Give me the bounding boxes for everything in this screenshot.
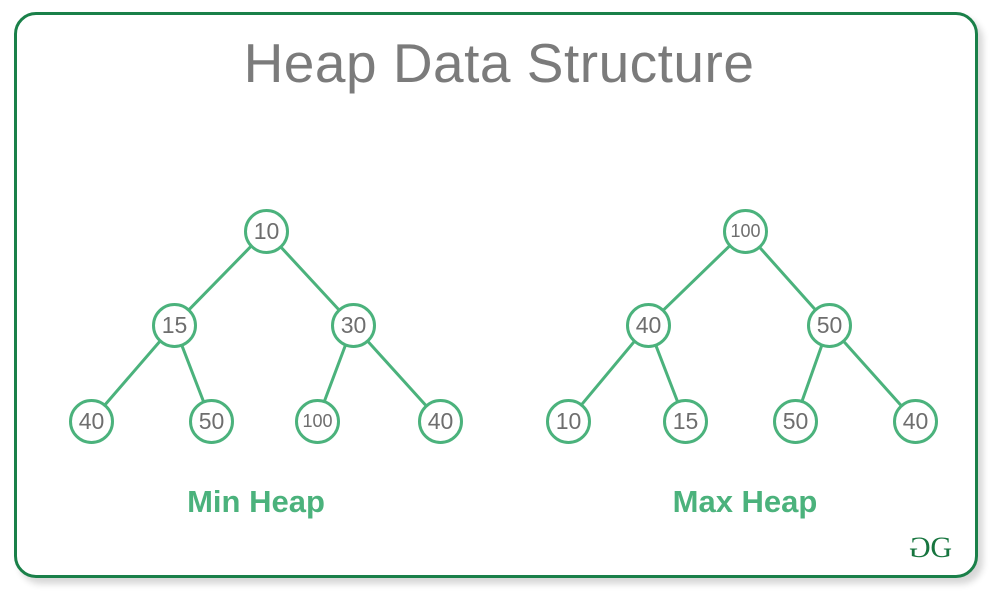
tree-node-min-r: 30: [331, 303, 376, 348]
heap-label-max-heap: Max Heap: [672, 484, 818, 519]
tree-node-max-rl: 50: [773, 399, 818, 444]
logo-g: G: [930, 531, 952, 564]
tree-node-min-root: 10: [244, 209, 289, 254]
tree-edge: [323, 344, 347, 402]
geeksforgeeks-logo: GG: [909, 531, 952, 564]
tree-node-min-lr: 50: [189, 399, 234, 444]
diagram-card: Heap Data Structure 10 15 30 40 50 100 40 100 40…: [14, 12, 978, 578]
tree-node-max-r: 50: [807, 303, 852, 348]
tree-edge: [366, 339, 427, 407]
tree-edge: [279, 245, 340, 311]
tree-edge: [842, 339, 902, 407]
page-title: Heap Data Structure: [243, 32, 755, 94]
tree-edge: [187, 245, 253, 311]
tree-node-min-ll: 40: [69, 399, 114, 444]
tree-edge: [580, 340, 636, 406]
tree-edge: [103, 340, 162, 406]
logo-mirrored-g: G: [909, 531, 931, 564]
tree-edge: [662, 244, 731, 312]
tree-node-max-ll: 10: [546, 399, 591, 444]
tree-node-max-lr: 15: [663, 399, 708, 444]
tree-edge: [180, 344, 205, 402]
tree-node-min-rr: 40: [418, 399, 463, 444]
tree-node-max-rr: 40: [893, 399, 938, 444]
tree-node-min-rl: 100: [295, 399, 340, 444]
tree-node-max-root: 100: [723, 209, 768, 254]
tree-edge: [758, 245, 816, 311]
tree-node-min-l: 15: [152, 303, 197, 348]
heap-label-min-heap: Min Heap: [187, 484, 325, 519]
tree-node-max-l: 40: [626, 303, 671, 348]
tree-edge: [800, 344, 824, 402]
tree-edge: [654, 344, 679, 402]
